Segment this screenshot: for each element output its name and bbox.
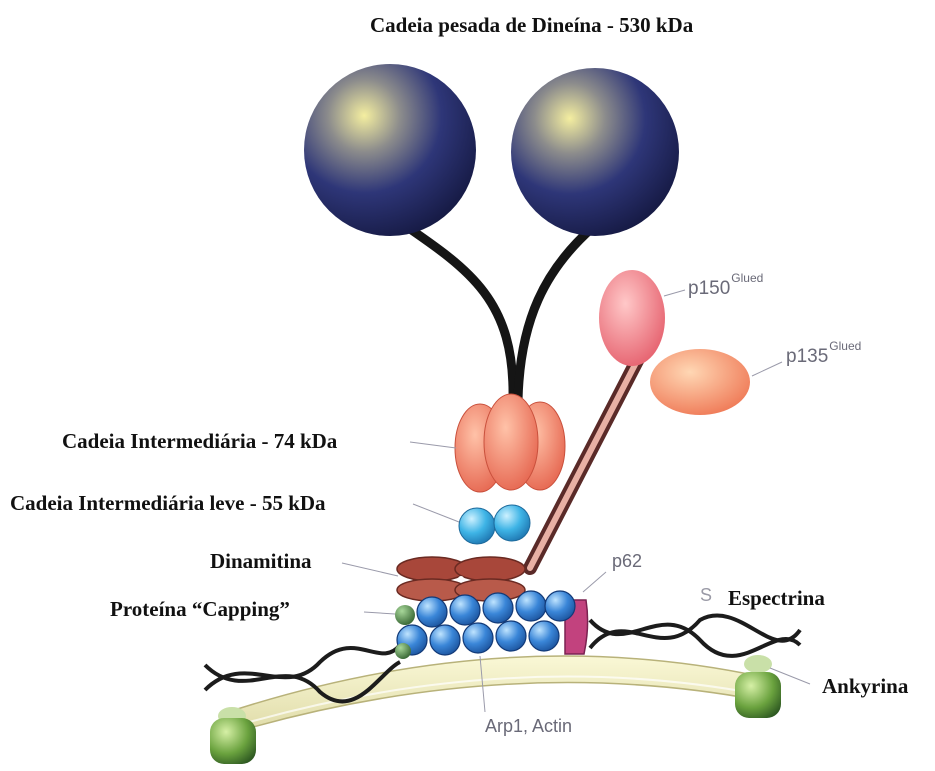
p150-label-superscript: Glued [731, 271, 763, 285]
p150-glued-label: p150Glued [688, 278, 763, 300]
p135-glued-label: p135Glued [786, 346, 861, 368]
dynamitin [397, 557, 525, 601]
dynamitin-label: Dinamitina [210, 549, 312, 574]
light-intermediate-chain-label: Cadeia Intermediária leve - 55 kDa [10, 491, 326, 516]
p135-label-superscript: Glued [829, 339, 861, 353]
dynein-heavy-chain-label: Cadeia pesada de Dineína - 530 kDa [370, 13, 693, 38]
dynein-motor-head-right [511, 68, 679, 236]
capping-protein-label: Proteína “Capping” [110, 597, 290, 622]
dynein-stalks [400, 222, 592, 400]
light-intermediate-chain [459, 505, 530, 544]
arp1-actin-label: Arp1, Actin [485, 716, 572, 737]
spectrin-marker-label: S [700, 585, 712, 606]
spectrin-label: Espectrina [728, 586, 825, 611]
p150-glued-head [599, 270, 665, 366]
intermediate-chain-label: Cadeia Intermediária - 74 kDa [62, 429, 337, 454]
p135-glued-head [650, 349, 750, 415]
p135-label-base: p135 [786, 346, 828, 367]
p62-label: p62 [612, 551, 642, 572]
arp1-actin-filament [397, 591, 575, 655]
dynein-motor-head-left [304, 64, 476, 236]
ankyrin-label: Ankyrina [822, 674, 908, 699]
p150-label-base: p150 [688, 278, 730, 299]
ankyrin-right [735, 655, 781, 718]
intermediate-chain [455, 394, 565, 492]
